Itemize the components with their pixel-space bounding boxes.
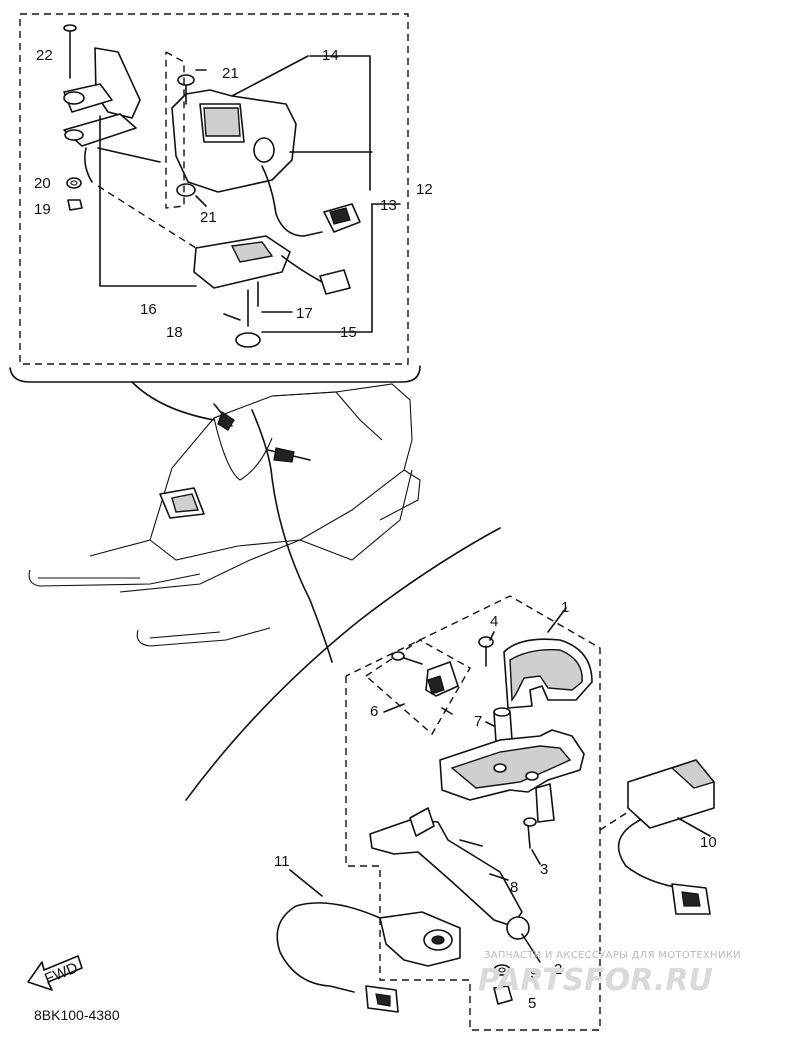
inset-frame xyxy=(9,13,421,383)
watermark-tagline: ЗАПЧАСТИ И АКСЕССУАРЫ ДЛЯ МОТОТЕХНИКИ xyxy=(484,950,741,961)
lower-leaders xyxy=(289,607,711,963)
callout-11: 11 xyxy=(274,853,290,870)
watermark-brand: PARTSFOR.RU xyxy=(478,963,713,998)
callout-19: 19 xyxy=(34,201,51,218)
callout-10: 10 xyxy=(700,834,717,851)
callout-17: 17 xyxy=(296,305,313,322)
diagram-code: 8BK100-4380 xyxy=(34,1007,120,1023)
callout-20: 20 xyxy=(34,175,51,192)
part-cover xyxy=(503,638,593,709)
callout-6: 6 xyxy=(370,703,378,720)
callout-7: 7 xyxy=(474,713,482,730)
callout-18: 18 xyxy=(166,324,183,341)
snowmobile-illustration xyxy=(28,381,421,663)
fwd-arrow-icon xyxy=(27,955,83,991)
part-housing xyxy=(439,729,585,823)
callout-13: 13 xyxy=(380,197,397,214)
callout-8: 8 xyxy=(510,879,518,896)
callout-15: 15 xyxy=(340,324,357,341)
callout-3: 3 xyxy=(540,861,548,878)
nut-parts xyxy=(66,177,83,211)
callout-14: 14 xyxy=(322,47,339,64)
callout-2: 2 xyxy=(554,961,562,978)
callout-5: 5 xyxy=(528,995,536,1012)
callout-21-top: 21 xyxy=(222,65,239,82)
module-part-10 xyxy=(599,759,716,915)
callout-9: 9 xyxy=(530,965,538,982)
switch-part-11 xyxy=(276,902,461,1013)
callout-12: 12 xyxy=(416,181,433,198)
part-lever xyxy=(369,807,537,940)
section-divider xyxy=(185,527,501,801)
bracket-assembly xyxy=(63,24,141,183)
main-unit xyxy=(171,74,361,237)
part-4-7 xyxy=(478,636,513,743)
part-6-group xyxy=(364,639,471,736)
callout-4: 4 xyxy=(490,613,498,630)
inset-leaders xyxy=(97,51,401,333)
lower-unit xyxy=(193,235,351,348)
callout-16: 16 xyxy=(140,301,157,318)
callout-1: 1 xyxy=(561,599,569,616)
part-9-5 xyxy=(493,964,513,1005)
callout-21-bottom: 21 xyxy=(200,209,217,226)
fwd-label: FWD xyxy=(42,959,80,988)
callout-22: 22 xyxy=(36,47,53,64)
callout-labels: 22 21 14 20 19 12 13 21 16 17 18 15 1 4 … xyxy=(34,47,717,1012)
lower-assembly-frame xyxy=(345,595,601,1031)
